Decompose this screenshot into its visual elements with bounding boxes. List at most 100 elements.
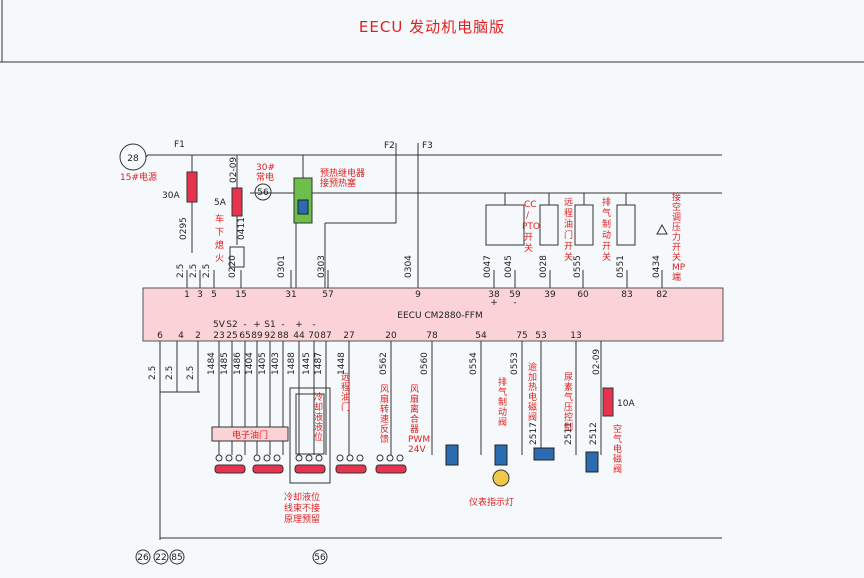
ac-pressure-sensor xyxy=(656,223,668,235)
heater-valve-label: 逾加热电磁阀 xyxy=(528,361,537,423)
bottom-wire-number: 2517 xyxy=(529,422,539,445)
terminal-28-label: 28 xyxy=(127,154,139,164)
exhaust-brake-switch xyxy=(574,204,594,246)
ecu-bottom-sublabel: S1 xyxy=(264,320,275,330)
ecu-bottom-pin: 65 xyxy=(239,331,250,341)
bottom-wire-number: 0560 xyxy=(420,352,430,375)
ecu-bottom-sublabel: + xyxy=(253,320,261,330)
heater-valve xyxy=(533,447,555,461)
ecu-top-pin: 38 xyxy=(488,290,500,300)
ecu-top-pin: 15 xyxy=(235,290,246,300)
air-solenoid-label: 空气电磁阀 xyxy=(613,423,622,475)
svg-text:0295: 0295 xyxy=(179,217,189,240)
ecu-bottom-pin: 53 xyxy=(535,331,546,341)
air-solenoid-valve xyxy=(585,451,599,473)
connector-plug xyxy=(375,464,407,474)
svg-text:02-09: 02-09 xyxy=(592,349,602,375)
ecu-top-pin: 59 xyxy=(509,290,521,300)
remote-throttle-switch-label: 远程油门开关 xyxy=(564,197,573,263)
preheat-label: 预热继电器接预热塞 xyxy=(320,167,365,189)
bottom-wire-number: 0553 xyxy=(510,352,520,375)
ecu-bottom-pin: 25 xyxy=(226,331,237,341)
ecu-top-pin: 57 xyxy=(322,290,333,300)
ecu-bottom-sublabel: - xyxy=(243,320,246,330)
bottom-wire-number: 2511 xyxy=(564,422,574,445)
ecu-bottom-pin: 23 xyxy=(213,331,224,341)
terminal-56 xyxy=(254,183,272,201)
ecu-bottom-pin: 78 xyxy=(426,331,438,341)
ecu-bottom-pin: 20 xyxy=(385,331,397,341)
ignition-switch xyxy=(229,246,245,268)
bottom-wire-number: 1488 xyxy=(287,352,297,375)
ecu-bottom-pin: 4 xyxy=(178,331,184,341)
remote-throttle-switch xyxy=(539,204,559,246)
bottom-wire-number: 0562 xyxy=(379,352,389,375)
ecu-box xyxy=(142,287,724,342)
exhaust-switch-2 xyxy=(616,204,636,246)
bottom-wire-number: 2512 xyxy=(589,422,599,445)
top-wire-number: 0301 xyxy=(277,255,287,278)
ecu-top-pin: 1 xyxy=(184,290,190,300)
ecu-bottom-pin: 70 xyxy=(308,331,320,341)
fuse-30a xyxy=(186,171,198,203)
fan-clutch-valve xyxy=(445,444,459,466)
top-wire-number: 2.5 xyxy=(176,264,186,278)
ignition-label: 车下熄火 xyxy=(215,213,224,264)
ecu-bottom-pin: 88 xyxy=(277,331,289,341)
ecu-top-pin: 31 xyxy=(285,290,296,300)
top-wire-number: 0551 xyxy=(616,255,626,278)
fuse-10a xyxy=(602,387,614,417)
connector-plug xyxy=(335,464,367,474)
svg-text:F3: F3 xyxy=(422,141,433,151)
top-wire-number: 2.5 xyxy=(189,264,199,278)
top-wire-number: 0220 xyxy=(228,255,238,278)
bottom-wire-number: 2.5 xyxy=(186,366,196,380)
connector-plug xyxy=(294,464,326,474)
bottom-terminal-label: 56 xyxy=(314,553,326,563)
electronic-throttle xyxy=(211,426,289,442)
pin-minus-label: - xyxy=(513,298,516,308)
connector-plug xyxy=(214,464,246,474)
ecu-top-pin: 5 xyxy=(211,290,217,300)
top-wire-number: 0304 xyxy=(404,255,414,278)
f1-label: F1 xyxy=(174,140,185,150)
svg-text:02-09: 02-09 xyxy=(229,157,239,183)
bottom-wire-number: 2.5 xyxy=(165,366,175,380)
fuse-5a xyxy=(231,187,243,217)
ecu-bottom-sublabel: S2 xyxy=(226,320,237,330)
ecu-bottom-sublabel: 5V xyxy=(213,320,226,330)
bottom-wire-number: 1405 xyxy=(258,352,268,375)
bottom-terminal xyxy=(312,549,328,565)
ecu-bottom-pin: 75 xyxy=(516,331,527,341)
ecu-bottom-pin: 89 xyxy=(251,331,263,341)
bottom-wire-number: 1484 xyxy=(207,352,217,375)
ecu-bottom-pin: 92 xyxy=(264,331,275,341)
bottom-terminal xyxy=(153,549,169,565)
ecu-label: EECU CM2880-FFM xyxy=(397,311,482,321)
fuse-30a-label: 30A xyxy=(162,191,180,201)
urea-pressure-label: 尿素气压控制 xyxy=(564,372,573,433)
ecu-bottom-pin: 27 xyxy=(343,331,354,341)
indicator-lamp-label: 仪表指示灯 xyxy=(469,496,514,508)
ecu-top-pin: 9 xyxy=(415,290,421,300)
top-wire-number: 0028 xyxy=(539,255,549,278)
power-30-label: 30#常电 xyxy=(256,163,275,183)
top-wire-number: 0047 xyxy=(483,255,493,278)
top-wire-number: 2.5 xyxy=(202,264,212,278)
exhaust-brake-switch-label: 排气制动开关 xyxy=(602,196,611,263)
bottom-wire-number: 1445 xyxy=(302,352,312,375)
coolant-level-label: 冷却液液位 xyxy=(314,391,323,443)
remote-throttle-label: 远程油门 xyxy=(341,372,350,413)
bottom-terminal xyxy=(169,549,185,565)
exhaust-brake-valve xyxy=(494,444,508,466)
bottom-wire-number: 1485 xyxy=(220,352,230,375)
top-wire-number: 0045 xyxy=(504,255,514,278)
bottom-terminal xyxy=(135,549,151,565)
bottom-wire-number: 1404 xyxy=(245,352,255,375)
bottom-wire-number: 1486 xyxy=(233,352,243,375)
svg-text:5A: 5A xyxy=(214,198,227,208)
